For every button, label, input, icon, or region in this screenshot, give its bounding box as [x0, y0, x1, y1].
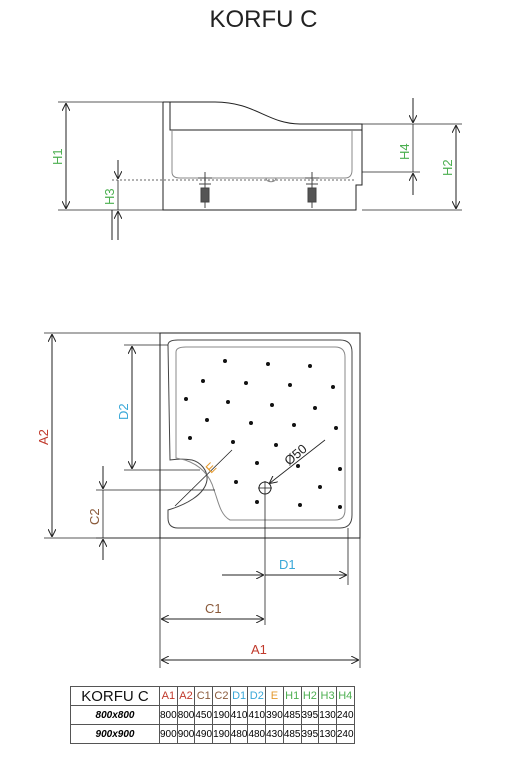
cell: 190	[212, 724, 231, 744]
cell: 410	[229, 705, 249, 725]
cell: 240	[335, 724, 355, 744]
label-h1: H1	[50, 148, 65, 165]
cell: 190	[212, 705, 231, 725]
label-h3: H3	[102, 188, 117, 205]
anti-slip-dots	[184, 359, 342, 509]
header-a1: A1	[159, 686, 178, 706]
row-size: 900x900	[70, 724, 160, 744]
label-drain: Ø50	[281, 441, 309, 468]
page-title: KORFU C	[209, 6, 318, 33]
cell: 395	[300, 724, 320, 744]
header-a2: A2	[176, 686, 196, 706]
dimension-table: KORFU C A1 A2 C1 C2 D1 D2 E H1 H2 H3 H4 …	[70, 686, 355, 744]
plan-view	[44, 332, 361, 668]
header-h2: H2	[300, 686, 320, 706]
cell: 450	[194, 705, 214, 725]
cell: 410	[247, 705, 267, 725]
label-c2: C2	[87, 508, 102, 525]
cell: 390	[265, 705, 284, 725]
cell: 800	[159, 705, 178, 725]
cell: 430	[265, 724, 284, 744]
leg-left	[198, 172, 212, 208]
table-row: 900x900 900 900 490 190 480 480 430 485 …	[70, 724, 355, 744]
label-a2: A2	[36, 429, 51, 445]
header-c1: C1	[194, 686, 214, 706]
label-d2: D2	[116, 403, 131, 420]
header-c2: C2	[212, 686, 231, 706]
table-header-row: KORFU C A1 A2 C1 C2 D1 D2 E H1 H2 H3 H4	[70, 686, 355, 706]
cell: 480	[229, 724, 249, 744]
label-c1: C1	[205, 601, 222, 616]
header-h3: H3	[318, 686, 337, 706]
header-h1: H1	[282, 686, 302, 706]
header-d2: D2	[247, 686, 267, 706]
row-size: 800x800	[70, 705, 160, 725]
label-e: E	[203, 459, 220, 476]
header-d1: D1	[229, 686, 249, 706]
tray-outline	[159, 332, 361, 539]
label-h4: H4	[397, 143, 412, 160]
label-d1: D1	[279, 557, 296, 572]
cell: 395	[300, 705, 320, 725]
tray-profile	[162, 102, 363, 211]
cell: 130	[318, 705, 337, 725]
cell: 480	[247, 724, 267, 744]
cell: 130	[318, 724, 337, 744]
cell: 485	[282, 724, 302, 744]
basin-outline	[167, 339, 353, 529]
cell: 490	[194, 724, 214, 744]
table-row: 800x800 800 800 450 190 410 410 390 485 …	[70, 705, 355, 725]
side-view	[58, 98, 462, 240]
cell: 900	[159, 724, 178, 744]
cell: 240	[335, 705, 355, 725]
cell: 485	[282, 705, 302, 725]
cell: 900	[176, 724, 196, 744]
header-h4: H4	[335, 686, 355, 706]
tray-rim	[163, 101, 363, 131]
label-h2: H2	[440, 159, 455, 176]
table-model-name: KORFU C	[70, 686, 160, 706]
leg-right	[305, 172, 319, 208]
cell: 800	[176, 705, 196, 725]
header-e: E	[265, 686, 284, 706]
label-a1: A1	[251, 642, 267, 657]
